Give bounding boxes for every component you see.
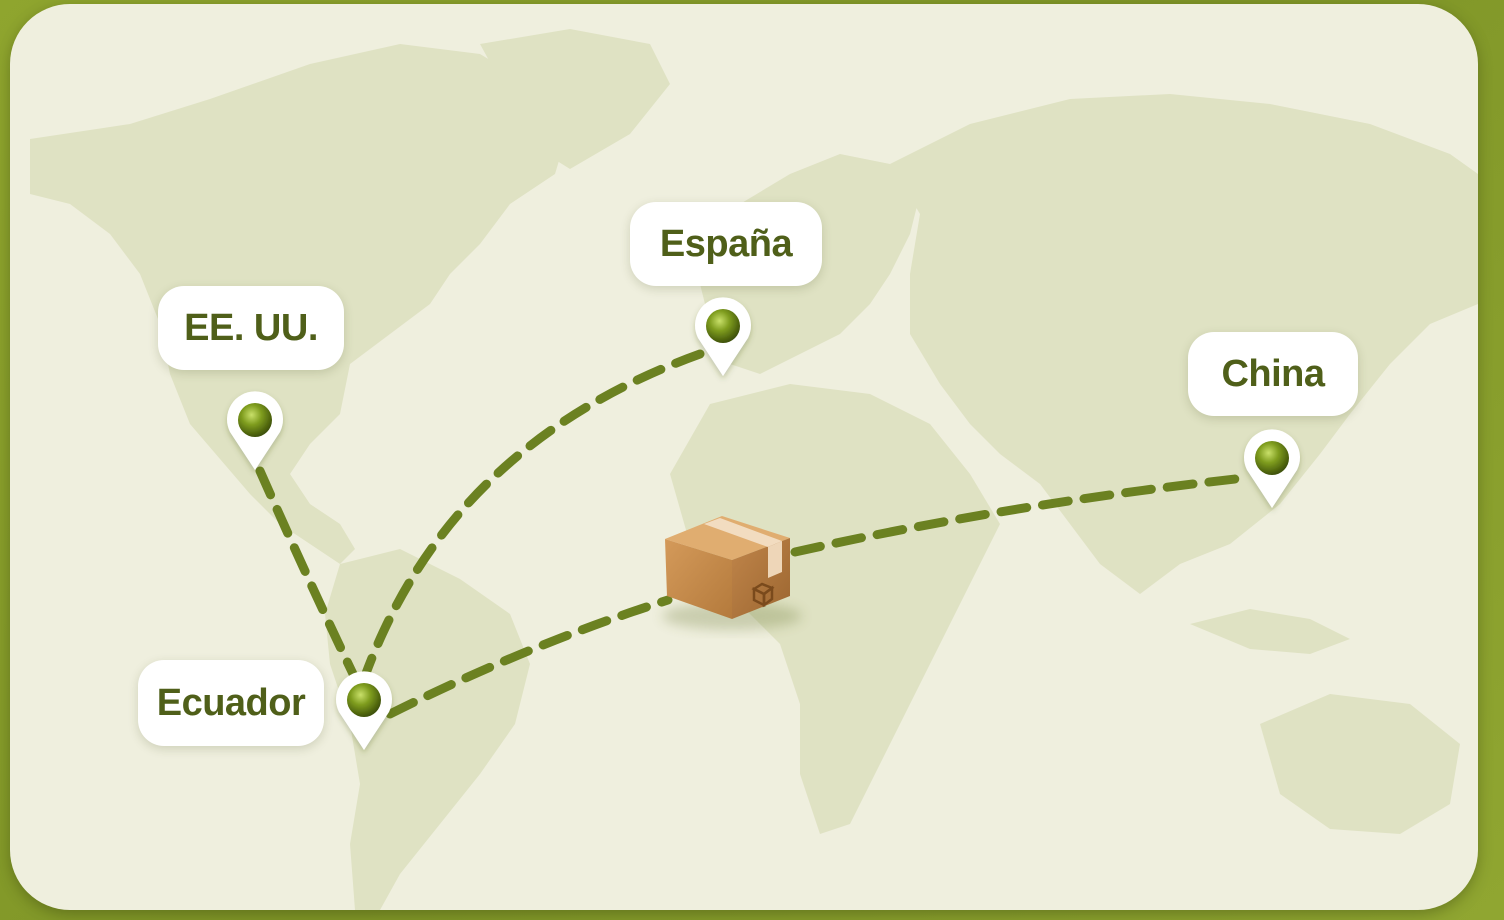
location-label-usa[interactable]: EE. UU.: [158, 286, 344, 370]
pin-ecuador[interactable]: [336, 671, 392, 750]
world-map-card: EE. UU. España China Ecuador: [10, 4, 1478, 910]
indonesia-shape: [1190, 609, 1350, 654]
pin-spain[interactable]: [695, 297, 751, 376]
location-label-china[interactable]: China: [1188, 332, 1358, 416]
cardboard-box-icon: [665, 516, 790, 619]
route-spain-ecuador: [360, 349, 705, 681]
pin-china[interactable]: [1244, 429, 1300, 508]
route-package-china: [790, 473, 1249, 557]
world-map: [30, 29, 1478, 910]
pin-usa[interactable]: [226, 391, 283, 470]
australia-shape: [1260, 694, 1460, 834]
africa-shape: [670, 384, 1000, 834]
greenland-shape: [480, 29, 670, 169]
shipping-routes: [255, 349, 1249, 719]
location-label-spain[interactable]: España: [630, 202, 822, 286]
location-label-ecuador[interactable]: Ecuador: [138, 660, 324, 746]
route-ecuador-package: [385, 595, 673, 719]
route-usa-ecuador: [255, 466, 359, 681]
asia-shape: [890, 94, 1478, 594]
